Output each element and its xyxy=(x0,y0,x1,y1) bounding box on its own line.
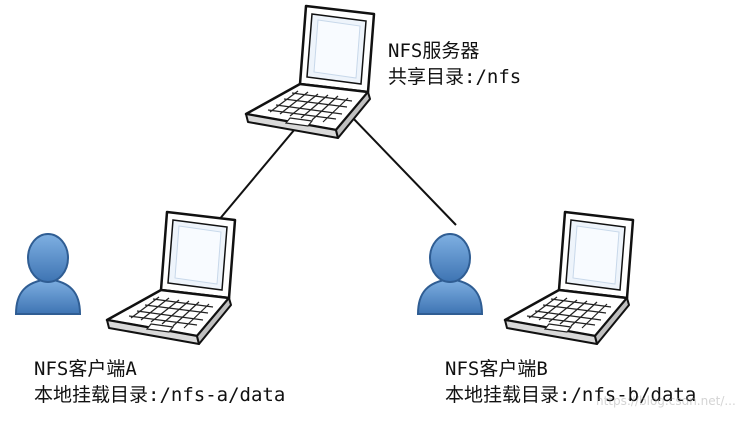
client-a-mount-directory: 本地挂载目录:/nfs-a/data xyxy=(34,384,286,406)
client-b-label: NFS客户端B 本地挂载目录:/nfs-b/data xyxy=(445,356,696,408)
edge-server-to-client-a xyxy=(212,122,301,228)
client-a-label: NFS客户端A 本地挂载目录:/nfs-a/data xyxy=(34,356,285,408)
edge-server-to-client-b xyxy=(349,114,457,226)
server-share-directory: 共享目录:/nfs xyxy=(388,66,522,88)
client-b-laptop-icon xyxy=(503,210,635,346)
client-b-mount-directory: 本地挂载目录:/nfs-b/data xyxy=(445,384,697,406)
client-a-laptop-icon xyxy=(105,210,237,346)
client-b-title: NFS客户端B xyxy=(445,358,548,380)
server-label: NFS服务器 共享目录:/nfs xyxy=(388,38,521,90)
client-a-user-icon xyxy=(15,233,81,315)
client-a-title: NFS客户端A xyxy=(34,358,137,380)
server-laptop-icon xyxy=(244,4,376,140)
watermark: https://blog.csdn.net/... xyxy=(596,394,736,408)
client-b-user-icon xyxy=(417,233,483,315)
server-title: NFS服务器 xyxy=(388,40,480,62)
